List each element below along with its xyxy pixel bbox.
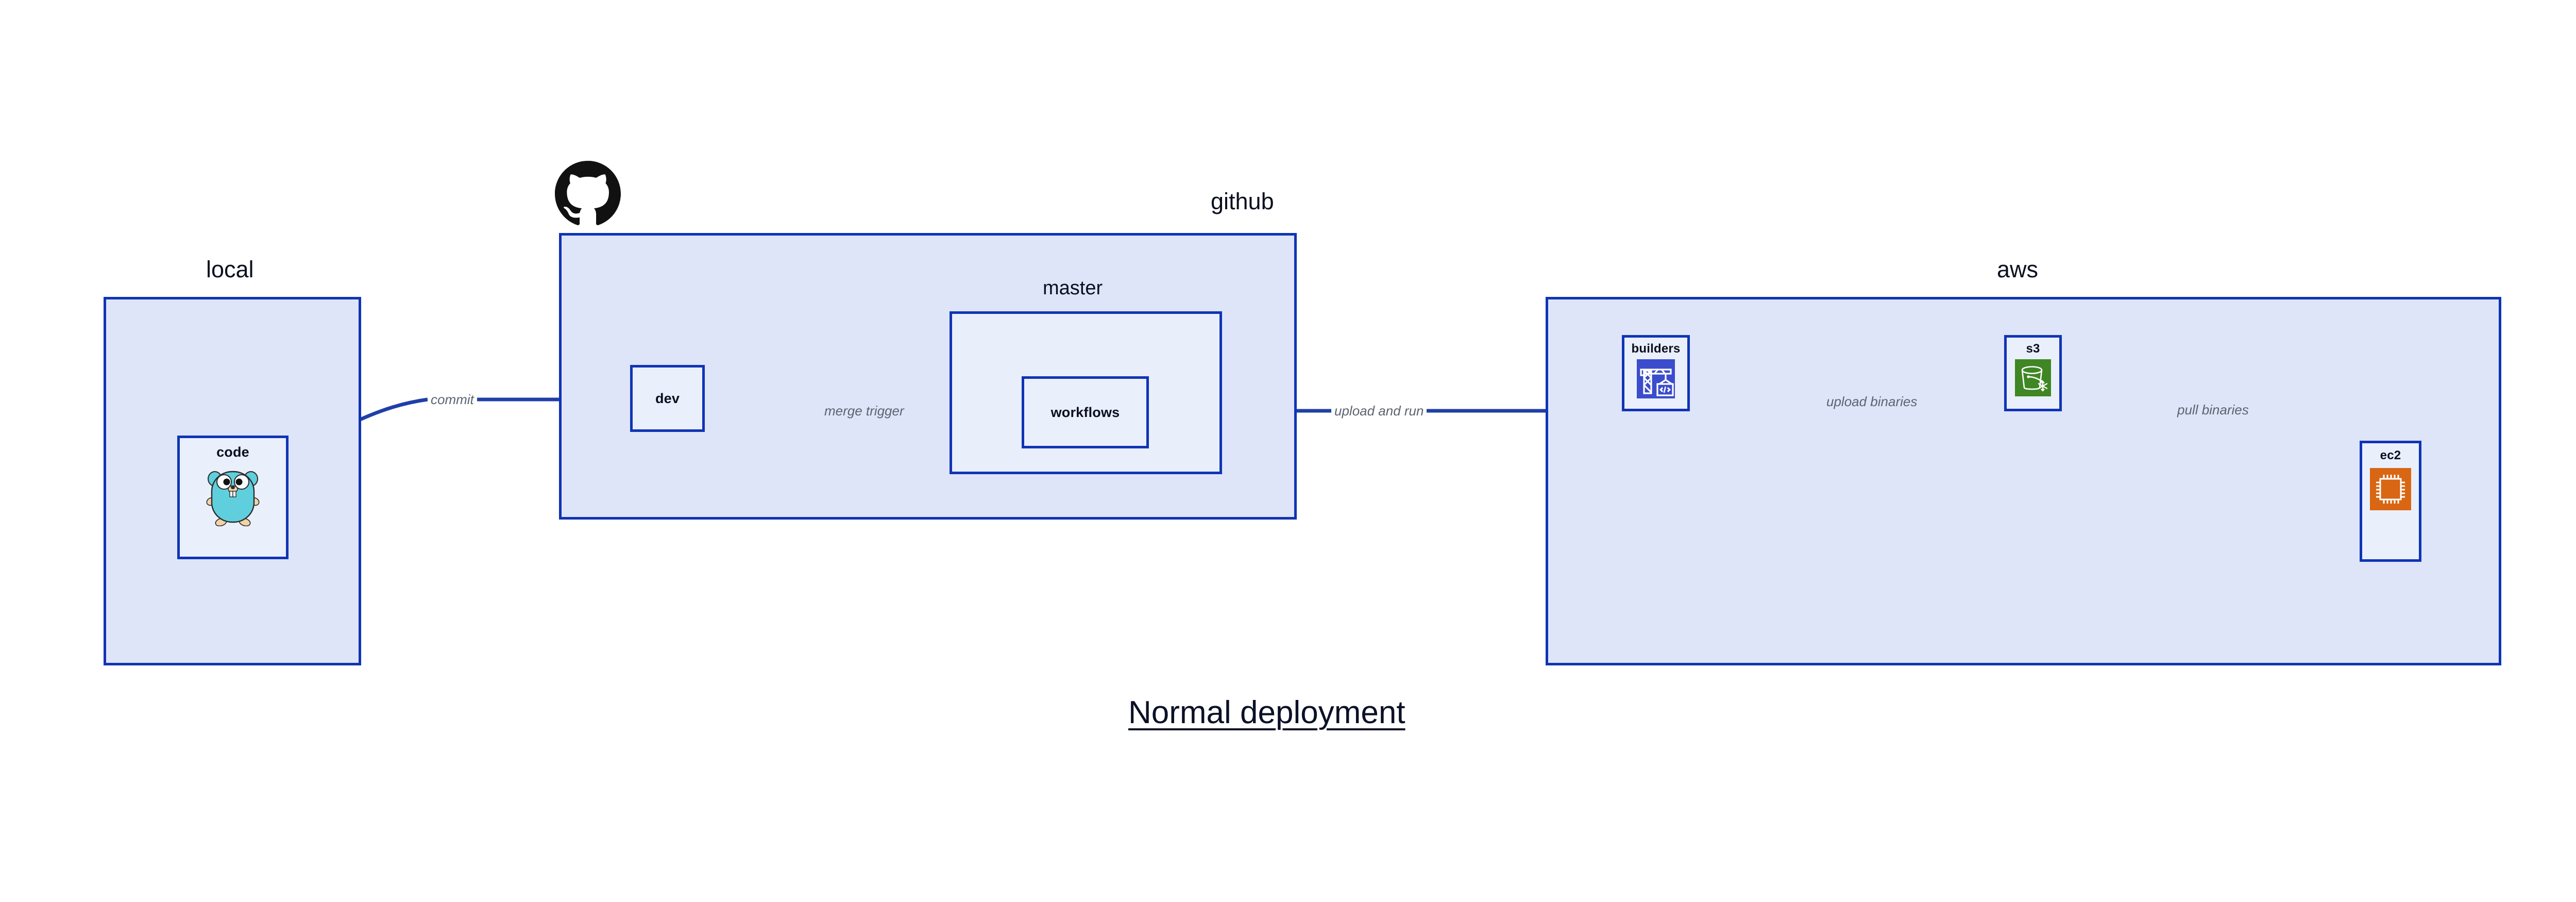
node-label-code: code xyxy=(216,444,249,460)
diagram-title: Normal deployment xyxy=(1128,695,1405,730)
aws-codebuild-icon xyxy=(1637,359,1675,401)
node-label-workflows: workflows xyxy=(1050,404,1120,420)
node-code[interactable]: code xyxy=(177,436,289,559)
node-ec2[interactable]: ec2 xyxy=(2360,441,2421,562)
node-label-builders: builders xyxy=(1631,342,1681,356)
node-dev[interactable]: dev xyxy=(630,365,705,432)
node-s3[interactable]: s3 xyxy=(2004,335,2062,411)
edge-label-upload-and-run: upload and run xyxy=(1331,404,1427,417)
aws-ec2-icon xyxy=(2370,468,2411,513)
node-workflows[interactable]: workflows xyxy=(1022,376,1149,448)
node-label-dev: dev xyxy=(655,390,680,406)
node-label-ec2: ec2 xyxy=(2380,448,2401,462)
edge-label-merge-trigger: merge trigger xyxy=(821,404,907,417)
group-caption-local: local xyxy=(206,256,254,282)
group-caption-github: github xyxy=(1211,188,1274,214)
edge-label-pull-binaries: pull binaries xyxy=(2174,403,2252,416)
subgroup-caption-master: master xyxy=(1043,277,1103,299)
edge-label-upload-binaries: upload binaries xyxy=(1823,395,1921,408)
go-gopher-icon xyxy=(205,465,261,529)
aws-s3-glacier-icon xyxy=(2015,359,2051,399)
edge-label-commit: commit xyxy=(428,393,477,406)
node-label-s3: s3 xyxy=(2026,342,2040,356)
node-builders[interactable]: builders xyxy=(1622,335,1690,411)
github-octocat-icon xyxy=(555,161,621,229)
group-caption-aws: aws xyxy=(1997,256,2039,282)
